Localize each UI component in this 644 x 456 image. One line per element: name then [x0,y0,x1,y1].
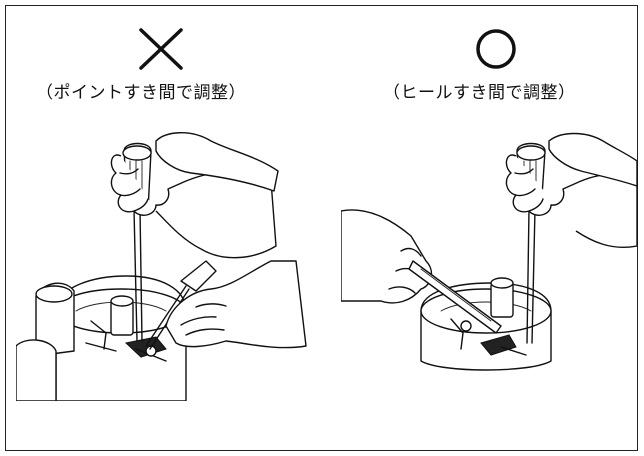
point-gap-adjustment-illustration [16,132,307,401]
distributor-body [16,275,187,401]
upper-hand [110,132,279,259]
incorrect-method-panel: （ポイントすき間で調整） [16,6,316,446]
correct-method-caption: （ヒールすき間で調整） [383,83,576,103]
left-hand-with-gauge [341,209,502,334]
correct-method-panel: （ヒールすき間で調整） [341,6,641,446]
heel-gap-adjustment-illustration [341,132,638,371]
cross-mark-icon [139,28,183,70]
circle-mark-icon [476,29,516,69]
lower-hand-with-gauge [145,260,307,350]
diagram-frame: （ポイントすき間で調整） [5,5,638,451]
upper-hand [505,132,638,248]
incorrect-method-caption: （ポイントすき間で調整） [36,83,246,103]
